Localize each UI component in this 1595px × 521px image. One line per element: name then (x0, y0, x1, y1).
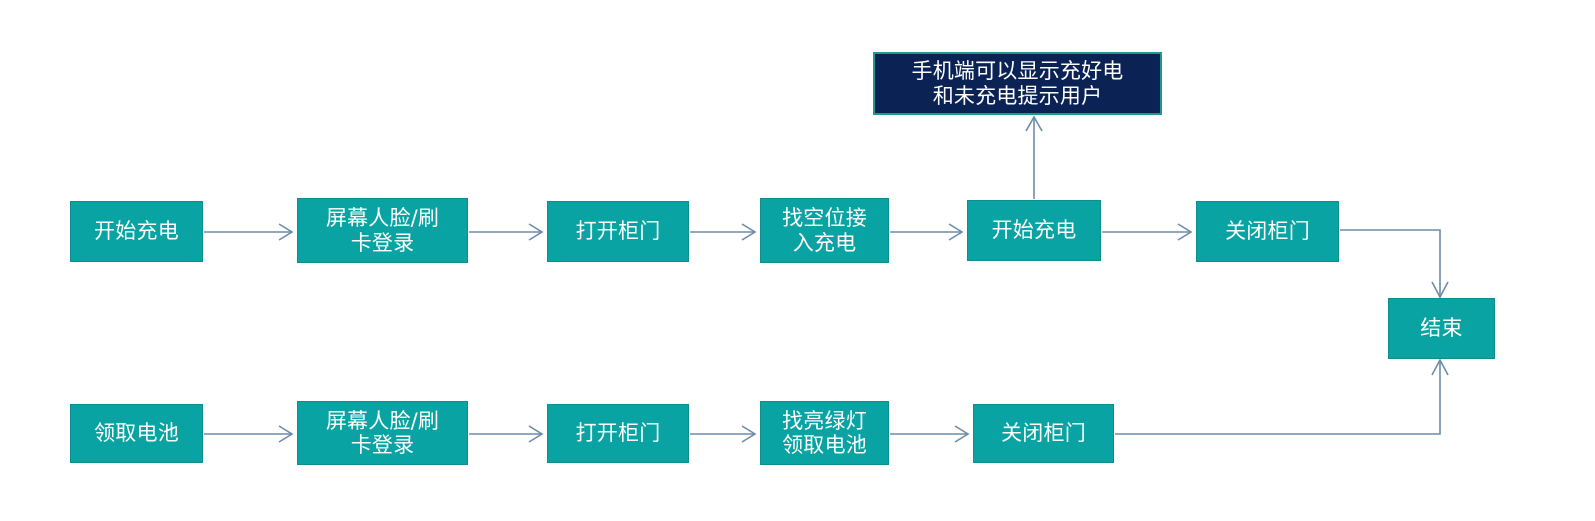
edge-t4-t5 (890, 223, 964, 241)
edge-b5-end (1115, 358, 1449, 435)
edge-t5-note (1025, 115, 1043, 199)
node-bottom-face-or-card-login[interactable]: 屏幕人脸/刷 卡登录 (297, 401, 468, 465)
edge-b3-b4 (690, 425, 757, 443)
node-top-open-cabinet-door[interactable]: 打开柜门 (547, 201, 689, 262)
node-bottom-close-cabinet-door[interactable]: 关闭柜门 (973, 404, 1114, 463)
edge-t3-t4 (690, 223, 757, 241)
node-top-face-or-card-login[interactable]: 屏幕人脸/刷 卡登录 (297, 198, 468, 263)
node-top-start-charging[interactable]: 开始充电 (70, 201, 203, 262)
edge-b4-b5 (890, 425, 970, 443)
note-box-phone-notification[interactable]: 手机端可以显示充好电 和未充电提示用户 (873, 52, 1162, 115)
node-bottom-find-green-light-and-collect[interactable]: 找亮绿灯 领取电池 (760, 401, 889, 465)
edge-b2-b3 (469, 425, 544, 443)
node-top-find-empty-slot-and-plug-in[interactable]: 找空位接 入充电 (760, 198, 889, 263)
edge-t2-t3 (469, 223, 544, 241)
edge-t5-t6 (1102, 223, 1193, 241)
node-top-begin-charging[interactable]: 开始充电 (967, 200, 1101, 261)
node-bottom-collect-battery[interactable]: 领取电池 (70, 404, 203, 463)
edge-t6-end (1340, 229, 1449, 299)
node-bottom-open-cabinet-door[interactable]: 打开柜门 (547, 404, 689, 463)
edge-t1-t2 (204, 223, 294, 241)
edge-b1-b2 (204, 425, 294, 443)
node-end[interactable]: 结束 (1388, 298, 1495, 359)
node-top-close-cabinet-door[interactable]: 关闭柜门 (1196, 201, 1339, 262)
